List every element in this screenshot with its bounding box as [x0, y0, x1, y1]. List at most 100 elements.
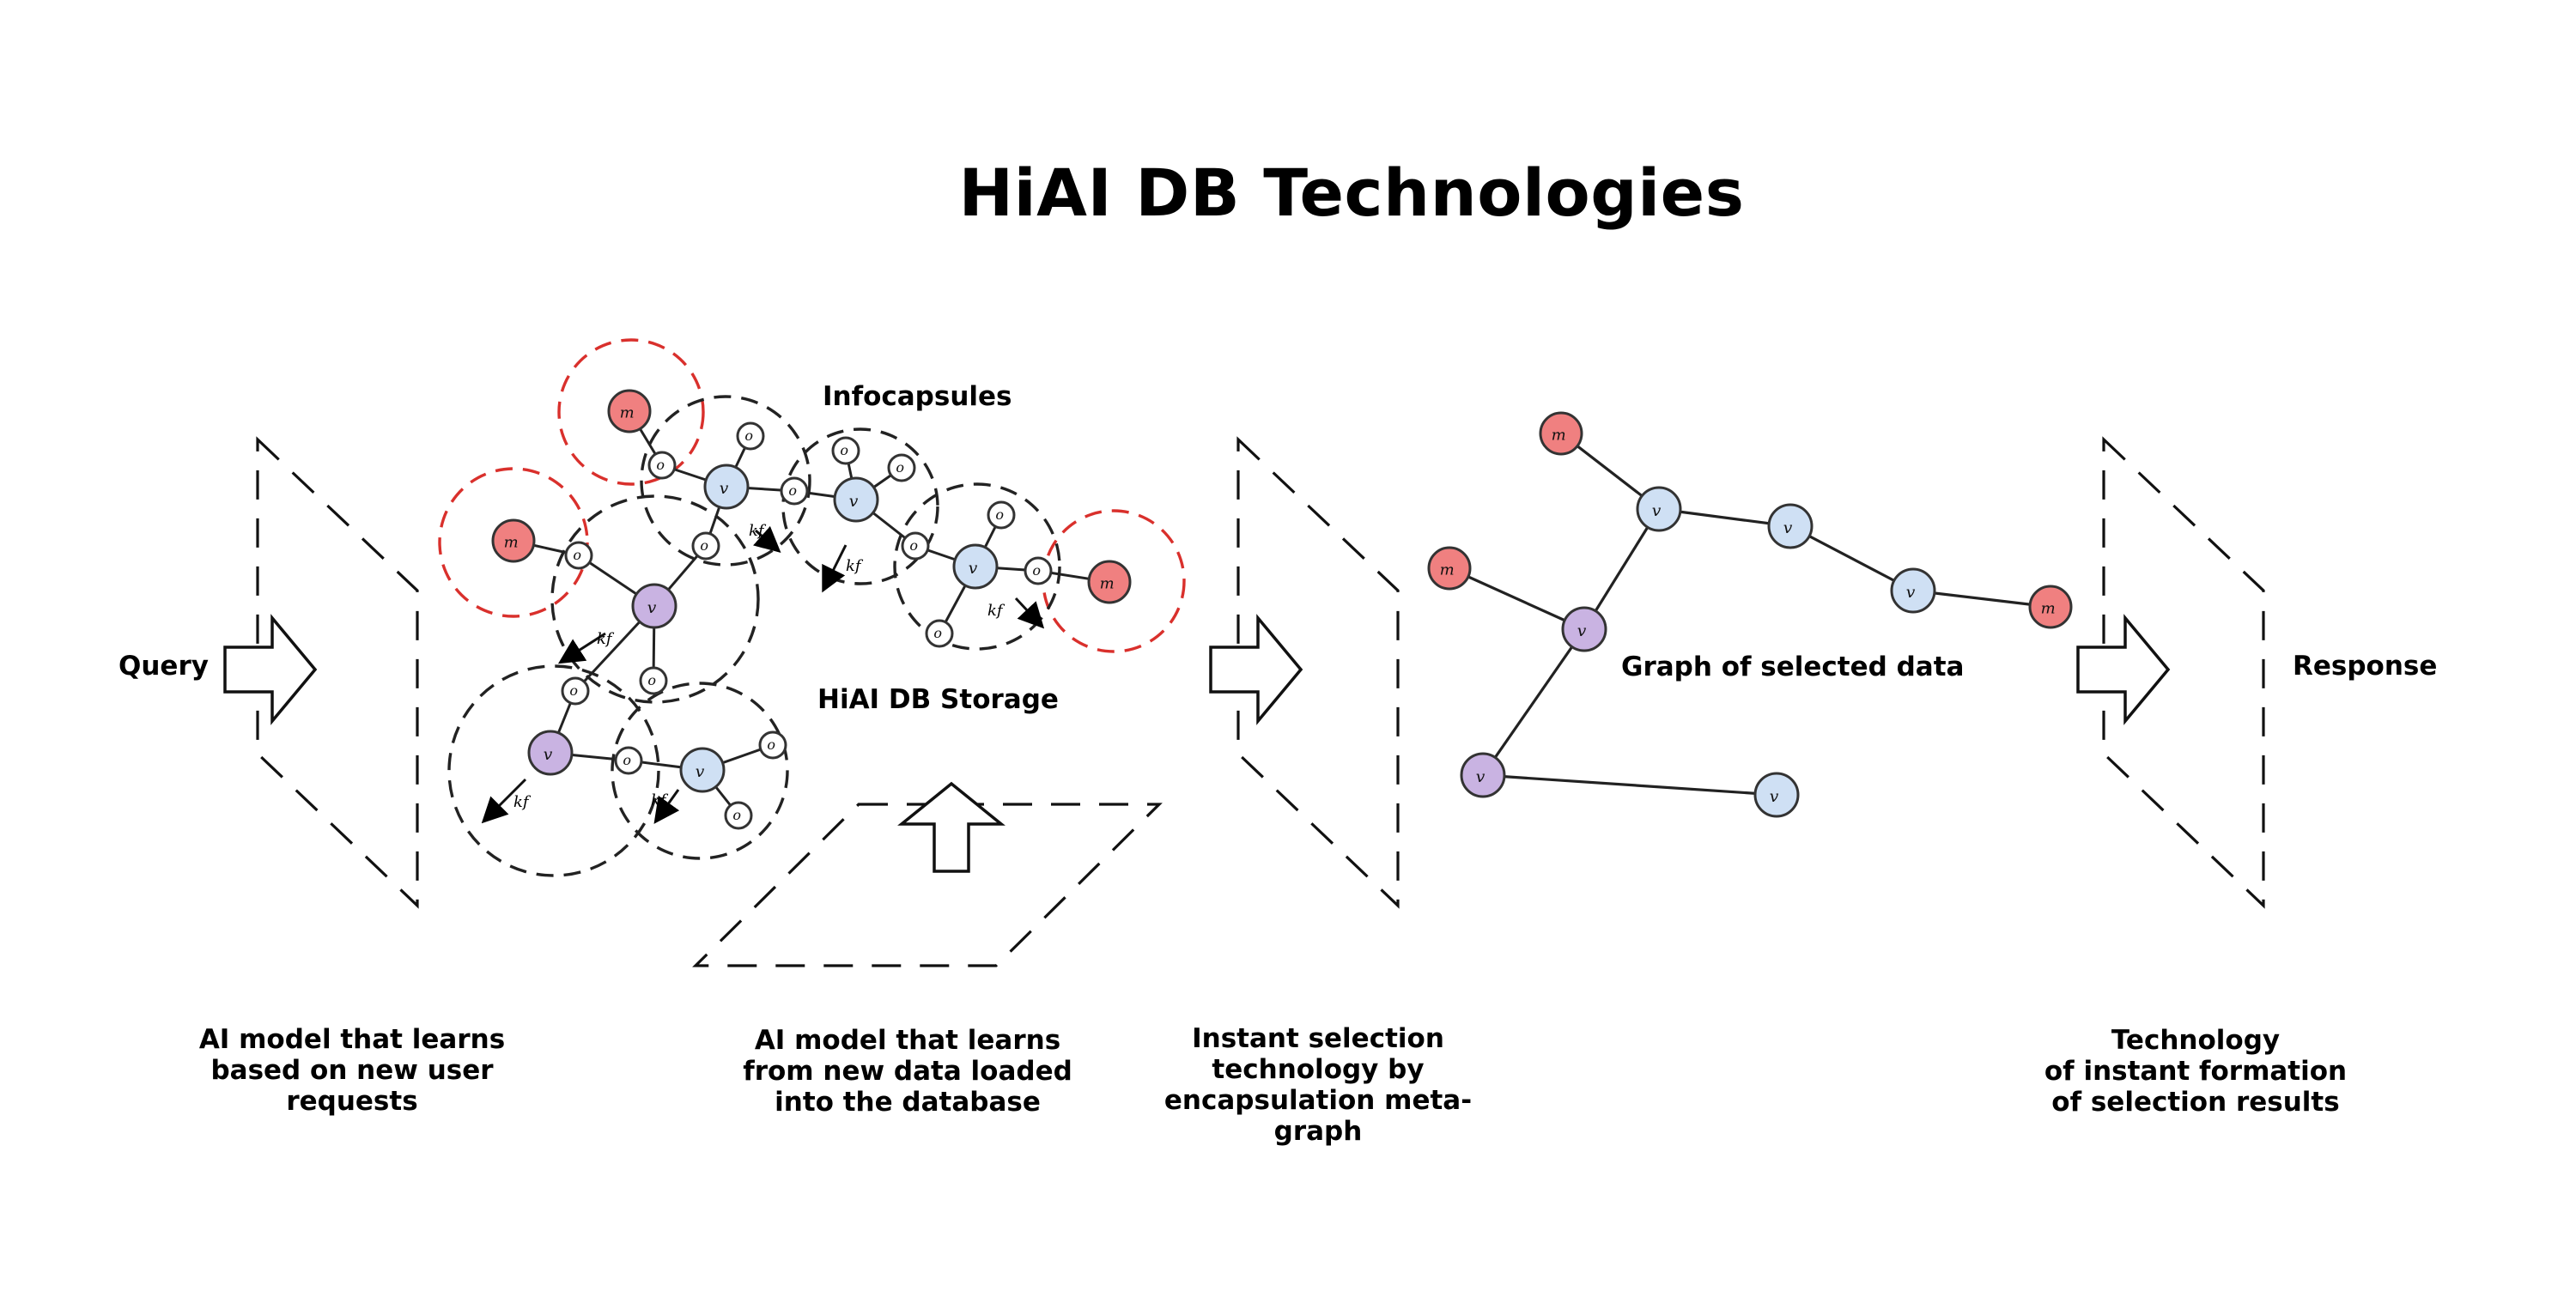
- node-oB1-label: o: [573, 547, 581, 563]
- node-vB-label: v: [647, 599, 657, 617]
- node-oA3: [691, 531, 720, 561]
- caption-instant-formation: Technology of instant formation of selec…: [2044, 1025, 2348, 1118]
- node-oB1: [564, 541, 593, 570]
- sel-node-m2: [1427, 546, 1472, 591]
- sel-node-p1-label: v: [1577, 622, 1587, 640]
- kf-arrow-2-label: kf: [749, 522, 767, 540]
- node-oF2-label: o: [767, 736, 775, 753]
- node-oF1: [614, 746, 643, 775]
- sel-edge-m2-p1: [1449, 567, 1585, 631]
- node-m1: [607, 389, 652, 433]
- node-oD2-label: o: [1032, 562, 1041, 579]
- node-oD3: [925, 619, 954, 648]
- sel-node-p2-label: v: [1476, 768, 1485, 786]
- node-oB2: [639, 666, 668, 695]
- sel-node-m1-label: m: [1552, 427, 1566, 445]
- kf-arrow-1-label: kf: [597, 630, 615, 648]
- kf-arrow-1: [557, 632, 606, 664]
- capsule-lower-left: [447, 664, 660, 877]
- arrow-to-selection: [1209, 614, 1303, 725]
- kf-arrow-5: [481, 778, 527, 824]
- node-vF: [679, 747, 726, 793]
- page-title: HiAI DB Technologies: [958, 155, 1745, 231]
- plane-query: [256, 436, 419, 909]
- node-oA1: [647, 451, 677, 480]
- node-oA3-label: o: [700, 537, 708, 554]
- node-oB2-label: o: [647, 672, 656, 688]
- node-oC3: [887, 453, 916, 482]
- plane-storage: [692, 803, 1163, 967]
- sel-node-m3: [2028, 585, 2073, 629]
- kf-arrow-3-label: kf: [846, 557, 864, 575]
- sel-node-v4: [1753, 772, 1800, 818]
- sel-edge-p2-v4: [1482, 773, 1777, 797]
- sel-node-v3-label: v: [1906, 584, 1916, 602]
- sel-node-v3: [1890, 567, 1936, 614]
- node-vC: [833, 476, 879, 523]
- caption-instant-selection: Instant selection technology by encapsul…: [1163, 1023, 1473, 1147]
- sel-node-v1: [1636, 486, 1682, 532]
- node-vD: [952, 543, 999, 590]
- response-label: Response: [2293, 651, 2438, 682]
- node-oD3-label: o: [933, 625, 942, 641]
- node-oC2-label: o: [840, 442, 848, 458]
- m-capsule-top: [557, 338, 705, 486]
- node-m3: [1087, 560, 1132, 604]
- node-oF1-label: o: [623, 752, 631, 768]
- node-m1-label: m: [620, 404, 635, 422]
- node-m2-label: m: [504, 534, 519, 552]
- node-oF3-label: o: [732, 807, 741, 823]
- node-oC1-label: o: [788, 482, 797, 499]
- infocapsules-label: Infocapsules: [823, 381, 1012, 412]
- node-vB: [631, 583, 677, 629]
- storage-label: HiAI DB Storage: [817, 684, 1059, 715]
- sel-node-m2-label: m: [1440, 561, 1455, 579]
- node-oC2: [831, 436, 860, 465]
- sel-node-v4-label: v: [1770, 788, 1779, 806]
- node-vA-label: v: [720, 480, 729, 498]
- sel-edge-p1-p2: [1481, 628, 1586, 776]
- capsule-mid: [781, 427, 939, 585]
- node-m2: [491, 518, 536, 563]
- node-oC1: [780, 476, 809, 506]
- node-vD-label: v: [969, 560, 978, 578]
- query-label: Query: [118, 651, 209, 682]
- sel-node-m1: [1539, 411, 1583, 456]
- capsule-top: [640, 395, 811, 567]
- caption-learn-requests: AI model that learns based on new user r…: [198, 1024, 506, 1117]
- arrow-to-response: [2076, 614, 2171, 725]
- capsule-right: [893, 482, 1061, 651]
- node-oA1-label: o: [656, 457, 665, 473]
- sel-node-m3-label: m: [2041, 600, 2056, 618]
- sel-edge-v2-v3: [1789, 524, 1914, 592]
- node-oD1-label: o: [995, 506, 1004, 523]
- sel-edge-v1-p1: [1583, 508, 1661, 630]
- arrow-storage-up: [897, 781, 1005, 873]
- node-oD2: [1024, 556, 1053, 585]
- plane-selection: [1236, 436, 1400, 909]
- node-oC3-label: o: [896, 459, 904, 476]
- sel-node-v1-label: v: [1652, 502, 1662, 520]
- node-vC-label: v: [849, 493, 859, 511]
- node-vE: [527, 730, 574, 776]
- node-vA: [703, 464, 750, 510]
- selected-graph-label: Graph of selected data: [1621, 652, 1965, 682]
- node-oF2: [758, 730, 787, 760]
- sel-node-p2: [1460, 752, 1506, 798]
- m-capsule-left: [438, 467, 589, 618]
- kf-arrow-6: [653, 789, 680, 824]
- sel-node-p1: [1561, 606, 1607, 652]
- node-oA2: [736, 421, 765, 451]
- node-oE1: [561, 676, 590, 706]
- node-oE1-label: o: [569, 682, 578, 699]
- sel-edge-v3-m3: [1912, 589, 2051, 609]
- sel-node-v2-label: v: [1783, 519, 1793, 537]
- kf-arrow-4-label: kf: [987, 602, 1005, 620]
- node-oC4: [901, 531, 930, 561]
- arrow-query-in: [223, 614, 318, 725]
- node-m3-label: m: [1100, 575, 1115, 593]
- node-oA2-label: o: [744, 427, 753, 444]
- capsule-center: [550, 494, 760, 704]
